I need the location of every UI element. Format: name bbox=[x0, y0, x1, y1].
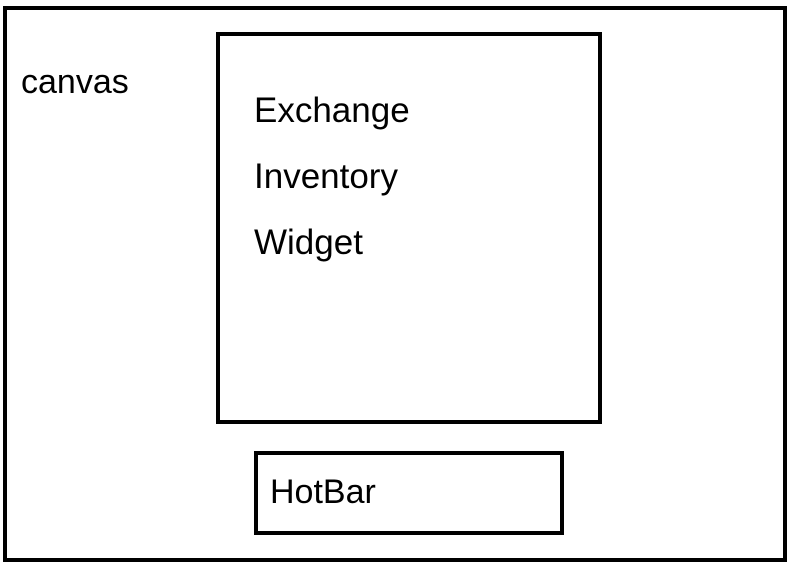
canvas-frame bbox=[3, 6, 787, 562]
canvas-label: canvas bbox=[21, 63, 129, 101]
hotbar-panel bbox=[254, 451, 564, 535]
hotbar-label: HotBar bbox=[270, 473, 376, 511]
menu-item-inventory[interactable]: Inventory bbox=[254, 157, 398, 196]
menu-panel bbox=[216, 32, 602, 424]
menu-item-widget[interactable]: Widget bbox=[254, 223, 363, 262]
menu-item-exchange[interactable]: Exchange bbox=[254, 91, 410, 130]
